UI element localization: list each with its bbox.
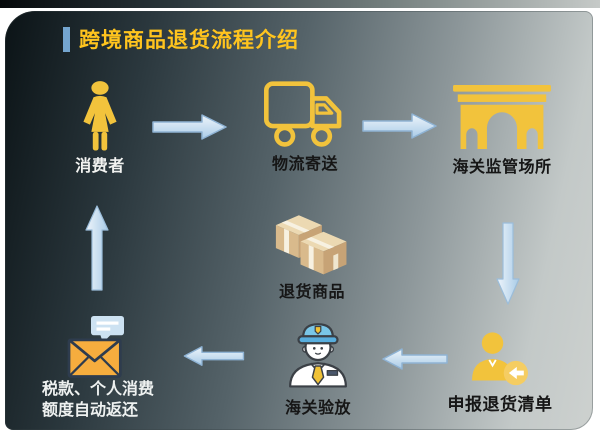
page-title: 跨境商品退货流程介绍 xyxy=(79,29,299,52)
tax-refund-label-line2: 额度自动返还 xyxy=(42,402,139,419)
arrow-consumer-to-logistics-icon xyxy=(152,114,227,140)
person-return-icon xyxy=(472,332,528,386)
declare-list-label: 申报退货清单 xyxy=(447,395,553,414)
tax-refund-label-line1: 税款、个人消费 xyxy=(42,381,155,398)
customs-gate-icon xyxy=(453,85,551,149)
tax-refund-label: 税款、个人消费 额度自动返还 xyxy=(42,379,154,421)
returned-goods-label: 退货商品 xyxy=(278,284,345,301)
flow-node-consumer: 消费者 xyxy=(45,80,155,176)
flow-node-customs-site: 海关监管场所 xyxy=(437,85,567,177)
arrow-release-to-refund-icon xyxy=(183,346,245,366)
arrow-refund-to-consumer-icon xyxy=(85,205,109,291)
parcel-boxes-icon xyxy=(275,215,347,275)
flow-node-declare-list: 申报退货清单 xyxy=(435,331,565,415)
flow-node-returned-goods: 退货商品 xyxy=(257,212,367,302)
arrow-logistics-to-customs-icon xyxy=(362,113,437,139)
woman-icon xyxy=(83,81,117,151)
customs-release-label: 海关验放 xyxy=(284,400,351,417)
customs-officer-icon xyxy=(289,323,347,388)
customs-site-label: 海关监管场所 xyxy=(452,159,552,176)
arrow-customs-to-declare-icon xyxy=(496,222,520,305)
arrow-declare-to-release-icon xyxy=(382,348,448,370)
page-edge-strip xyxy=(0,0,600,8)
flow-node-customs-release: 海关验放 xyxy=(263,314,373,418)
flow-card: 跨境商品退货流程介绍 消费者 xyxy=(5,11,593,430)
title-accent-bar xyxy=(63,27,70,52)
consumer-label: 消费者 xyxy=(75,158,125,175)
logistics-label: 物流寄送 xyxy=(271,156,338,173)
flow-node-logistics: 物流寄送 xyxy=(250,80,360,174)
envelope-message-icon xyxy=(67,316,124,378)
delivery-truck-icon xyxy=(264,81,342,147)
